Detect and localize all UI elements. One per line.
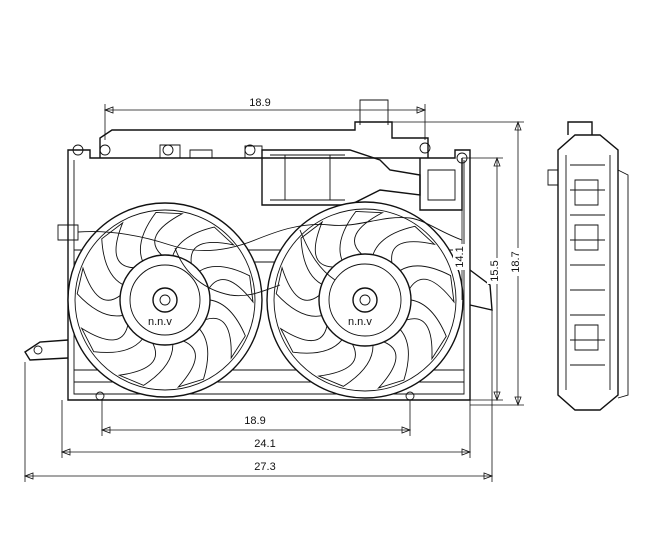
fan-blade (139, 212, 184, 262)
fan-right: n.n.v (266, 201, 464, 399)
fan-blade (176, 328, 209, 388)
fan-blade (400, 265, 455, 304)
dim-overall-height: 18.7 (392, 120, 524, 407)
fan-blade (279, 325, 343, 354)
dim-top-width: 18.9 (103, 96, 427, 140)
dim-small-height-label: 14.1 (454, 246, 466, 267)
dim-bottom-inner-label: 18.9 (244, 415, 265, 427)
svg-text:n.n.v: n.n.v (348, 316, 372, 328)
dim-bottom-inner-width: 18.9 (100, 400, 412, 436)
dim-inner-height: 15.5 (462, 156, 503, 402)
fan-blade (317, 344, 374, 387)
dim-overall-width: 27.3 (23, 310, 494, 482)
wiring-harness (77, 217, 463, 297)
dim-inner-height-label: 15.5 (489, 260, 501, 281)
fan-blade (275, 266, 322, 317)
dim-overall-width-label: 27.3 (254, 461, 275, 473)
fan-blade (205, 299, 246, 360)
dim-overall-height-label: 18.7 (510, 251, 522, 272)
fan-blade (101, 221, 134, 286)
fan-blade (339, 211, 385, 261)
fan-left: n.n.v (67, 202, 263, 398)
fan-blade (300, 220, 333, 285)
fan-blade (117, 343, 174, 386)
dim-small-height: 14.1 (453, 210, 467, 300)
svg-text:n.n.v: n.n.v (148, 316, 172, 328)
dim-middle-width-label: 24.1 (254, 438, 275, 450)
fan-blade (372, 225, 436, 263)
fan-blade (80, 325, 143, 353)
side-view (547, 121, 629, 411)
fan-blade (199, 266, 254, 304)
dim-middle-width: 24.1 (60, 400, 472, 458)
fan-blade (406, 299, 447, 361)
fan-blade (377, 329, 409, 389)
dim-top-width-label: 18.9 (249, 97, 270, 109)
fan-blade (76, 266, 123, 317)
